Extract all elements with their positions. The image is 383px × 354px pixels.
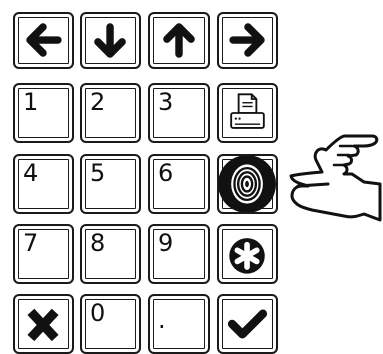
pointing-hand-icon bbox=[268, 124, 383, 224]
key-0[interactable]: 0 bbox=[80, 294, 141, 354]
right-arrow-key[interactable] bbox=[217, 12, 278, 69]
cancel-key[interactable] bbox=[13, 294, 74, 354]
key-decimal-label: . bbox=[158, 306, 166, 334]
up-arrow-key[interactable] bbox=[148, 12, 210, 69]
key-8-label: 8 bbox=[90, 229, 105, 257]
key-decimal[interactable]: . bbox=[148, 294, 210, 354]
key-9-label: 9 bbox=[158, 229, 173, 257]
key-3[interactable]: 3 bbox=[148, 83, 210, 143]
left-arrow-key[interactable] bbox=[13, 12, 74, 69]
key-5[interactable]: 5 bbox=[80, 154, 141, 214]
key-2-label: 2 bbox=[90, 88, 105, 116]
down-arrow-icon bbox=[82, 14, 139, 67]
key-1-label: 1 bbox=[23, 88, 38, 116]
key-6[interactable]: 6 bbox=[148, 154, 210, 214]
key-6-label: 6 bbox=[158, 159, 173, 187]
asterisk-key[interactable] bbox=[217, 224, 278, 284]
key-5-label: 5 bbox=[90, 159, 105, 187]
down-arrow-key[interactable] bbox=[80, 12, 141, 69]
keypad: 1 2 3 4 5 6 bbox=[0, 0, 383, 346]
key-8[interactable]: 8 bbox=[80, 224, 141, 284]
key-7[interactable]: 7 bbox=[13, 224, 74, 284]
key-3-label: 3 bbox=[158, 88, 173, 116]
key-0-label: 0 bbox=[90, 299, 105, 327]
key-1[interactable]: 1 bbox=[13, 83, 74, 143]
confirm-key[interactable] bbox=[217, 294, 278, 354]
up-arrow-icon bbox=[150, 14, 208, 67]
key-7-label: 7 bbox=[23, 229, 38, 257]
checkmark-icon bbox=[219, 296, 276, 352]
key-9[interactable]: 9 bbox=[148, 224, 210, 284]
x-icon bbox=[15, 296, 72, 352]
asterisk-icon bbox=[219, 226, 276, 282]
left-arrow-icon bbox=[15, 14, 72, 67]
key-4-label: 4 bbox=[23, 159, 38, 187]
key-2[interactable]: 2 bbox=[80, 83, 141, 143]
key-4[interactable]: 4 bbox=[13, 154, 74, 214]
right-arrow-icon bbox=[219, 14, 276, 67]
